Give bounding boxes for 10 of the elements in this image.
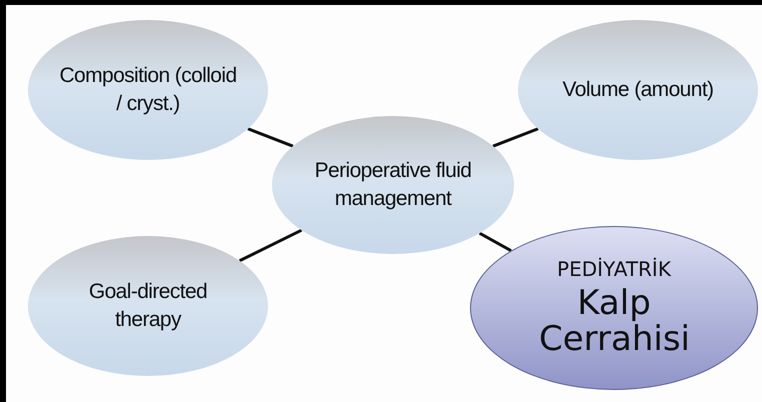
connector-line — [492, 127, 539, 148]
node-subtitle: PEDİYATRİK — [557, 258, 671, 280]
node-label: Perioperative fluid management — [314, 158, 472, 212]
connector-line — [247, 127, 294, 148]
node-label: Composition (colloid / cryst.) — [58, 62, 238, 117]
connector-line — [238, 228, 302, 262]
node-label: Volume (amount) — [562, 76, 714, 103]
node-label: Kalp Cerrahisi — [539, 286, 689, 358]
connector-line — [478, 232, 512, 252]
node-label: Goal-directed therapy — [88, 278, 208, 333]
